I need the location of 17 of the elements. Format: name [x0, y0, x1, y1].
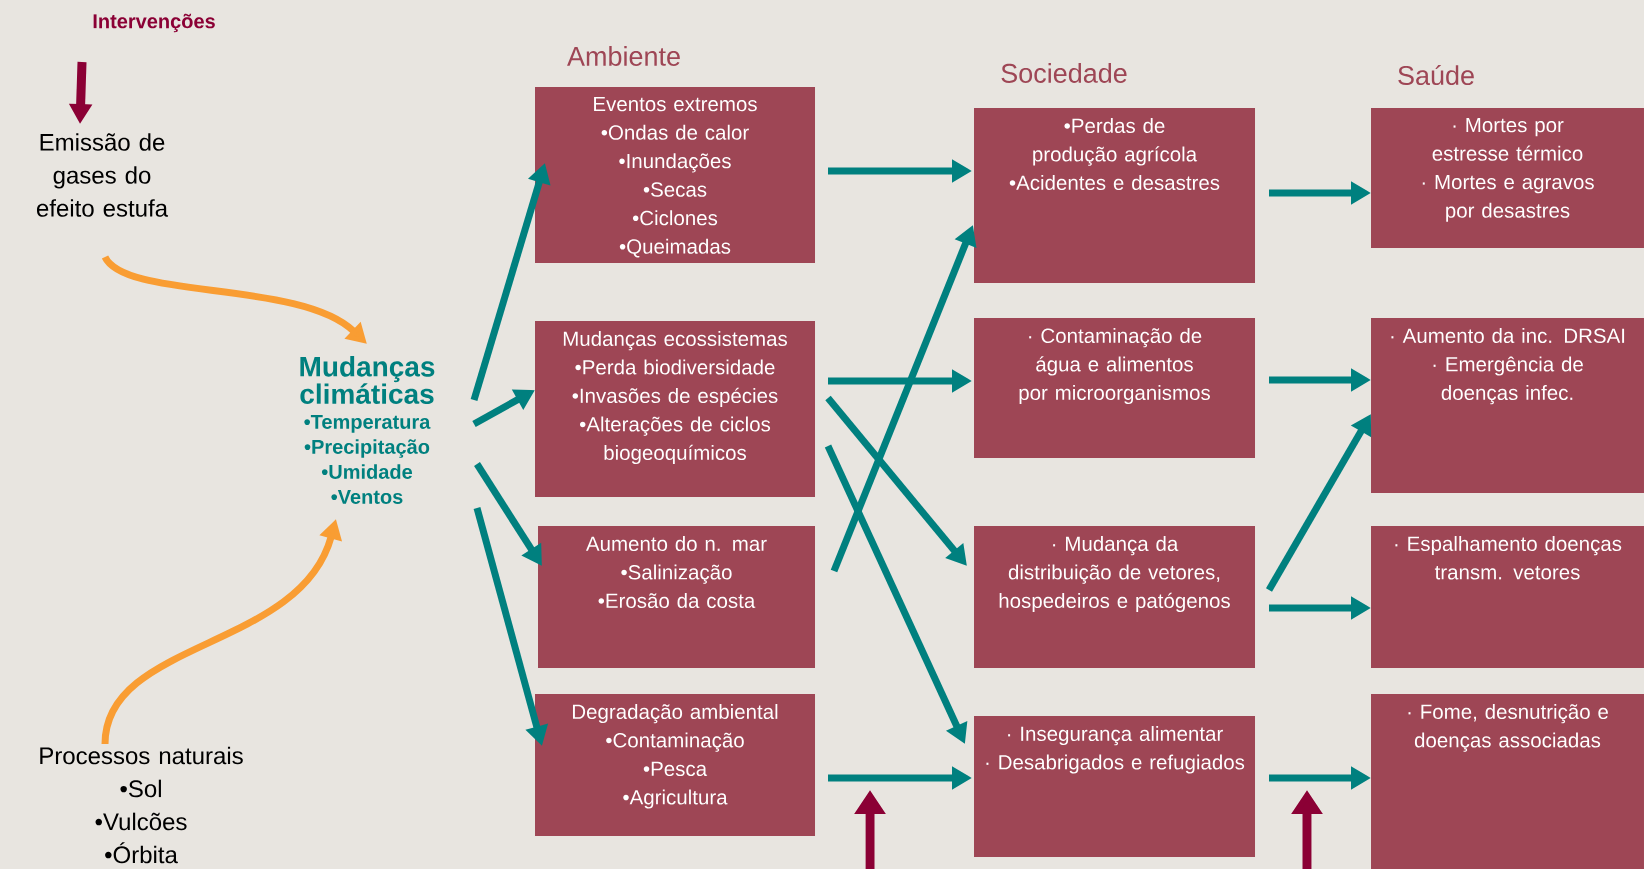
- text-box: Aumento do n. mar •Salinização •Erosão da costa: [538, 526, 815, 668]
- text-box: Mudanças ecossistemas •Perda biodiversidade •Invasões de espécies •Alterações de ciclos biogeoquímicos: [535, 321, 815, 497]
- heading-text: Intervenções: [93, 13, 215, 33]
- text-box: · Aumento da inc. DRSAI · Emergência de doenças infec.: [1371, 318, 1644, 493]
- text-box: · Espalhamento doenças transm. vetores: [1371, 526, 1644, 668]
- topic-text: Emissão de gases do efeito estufa: [37, 133, 169, 217]
- topic-text: Mudanças climáticas •Temperatura •Precipitação •Umidade •Ventos: [300, 356, 435, 504]
- text-box: Eventos extremos •Ondas de calor •Inundações •Secas •Ciclones •Queimadas: [535, 87, 815, 263]
- topic-text: Processos naturais •Sol •Vulcões •Órbita: [40, 746, 243, 864]
- text-box: · Mudança da distribuição de vetores, hospedeiros e patógenos: [974, 526, 1255, 668]
- text-box: · Fome, desnutrição e doenças associadas: [1371, 694, 1644, 869]
- text-box: · Insegurança alimentar · Desabrigados e refugiados: [974, 716, 1255, 857]
- text-box: •Perdas de produção agrícola •Acidentes e desastres: [974, 108, 1255, 283]
- text-box: · Mortes por estresse térmico · Mortes e agravos por desastres: [1371, 108, 1644, 248]
- text-box: · Contaminação de água e alimentos por microorganismos: [974, 318, 1255, 458]
- column-heading: Sociedade: [1001, 63, 1127, 83]
- text-box: Degradação ambiental •Contaminação •Pesca •Agricultura: [535, 694, 815, 836]
